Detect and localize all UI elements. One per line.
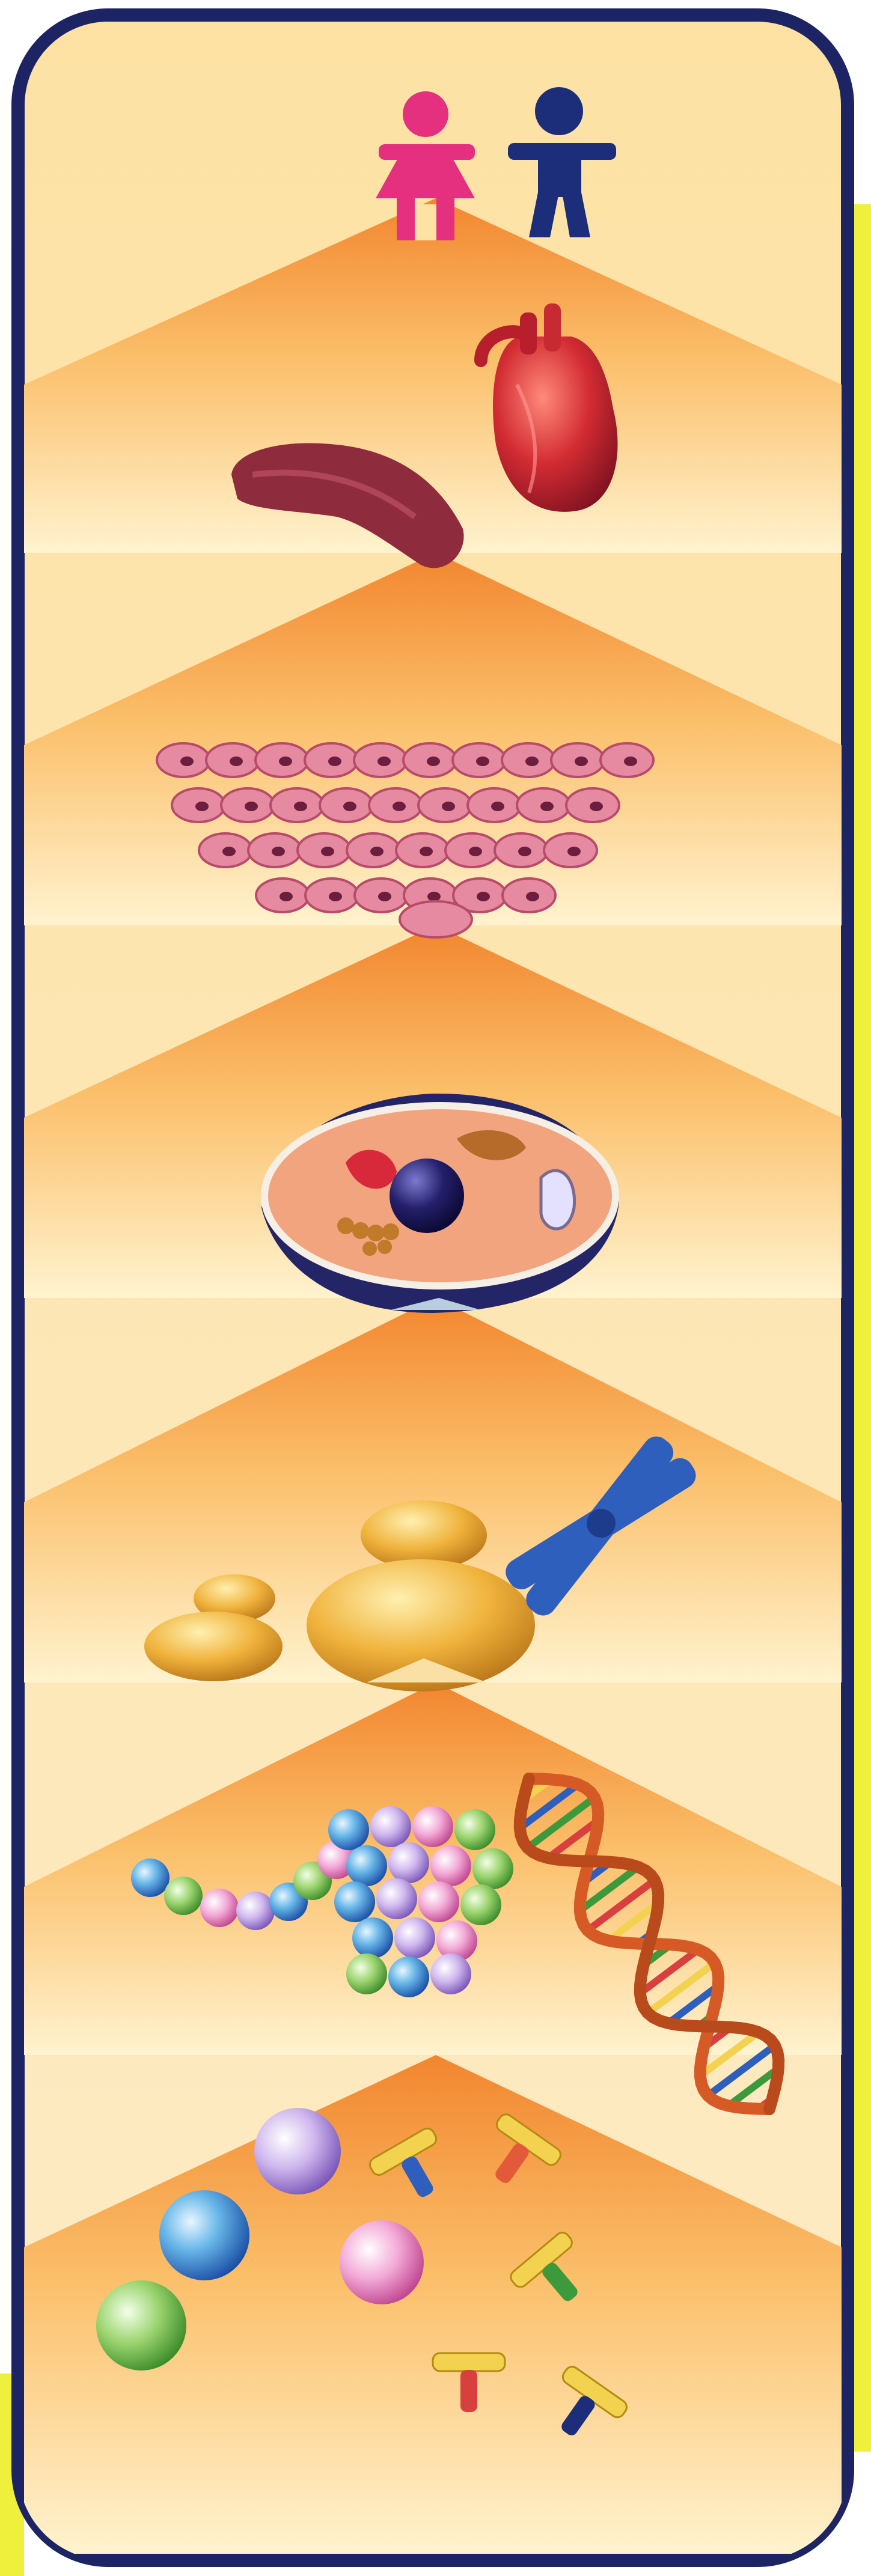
nucleus-icon <box>390 1159 464 1233</box>
chain-bead <box>200 1889 239 1927</box>
tissue-cell-nucleus <box>624 757 637 766</box>
tissue-cell-nucleus <box>540 802 554 811</box>
chain-bead <box>236 1892 275 1930</box>
tissue-cell-nucleus <box>420 847 433 856</box>
tissue-cell-nucleus <box>195 802 209 811</box>
tissue-cell-nucleus <box>329 892 342 901</box>
tissue-cell-nucleus <box>590 802 603 811</box>
cluster-bead <box>430 1845 471 1886</box>
cluster-bead <box>370 1806 411 1847</box>
tissue-cell-nucleus <box>279 757 292 766</box>
tissue-cell-nucleus <box>476 757 489 766</box>
cluster-bead <box>430 1953 471 1994</box>
tissue-cell-nucleus <box>518 847 531 856</box>
cluster-bead <box>454 1809 495 1850</box>
gold-blob-small-2 <box>144 1612 283 1681</box>
t-unit-bar <box>433 2353 505 2371</box>
tissue-cell-nucleus <box>526 892 539 901</box>
tissue-cell-nucleus <box>525 757 539 766</box>
cluster-bead <box>352 1917 393 1958</box>
tissue-cell-nucleus <box>378 892 391 901</box>
tissue-cell-nucleus <box>442 802 455 811</box>
tissue-cell-nucleus <box>567 847 581 856</box>
tissue-cell-nucleus <box>294 802 307 811</box>
tissue-cell-nucleus <box>343 802 356 811</box>
tissue-cell-nucleus <box>245 802 258 811</box>
tissue-cell-nucleus <box>280 892 293 901</box>
tissue-cell-nucleus <box>377 757 391 766</box>
cluster-bead <box>328 1809 369 1850</box>
tissue-cell-nucleus <box>491 802 504 811</box>
tissue-cell-nucleus <box>575 757 588 766</box>
cluster-bead <box>346 1953 387 1994</box>
cluster-bead <box>376 1878 417 1919</box>
sphere-violet <box>254 2108 341 2194</box>
tissue-cell-nucleus <box>427 757 440 766</box>
cluster-bead <box>334 1881 375 1922</box>
cluster-bead <box>418 1881 459 1922</box>
t-unit-stem <box>460 2370 477 2412</box>
tissue-cell-nucleus <box>180 757 194 766</box>
tissue-cell-nucleus <box>393 802 406 811</box>
sphere-green <box>96 2280 186 2370</box>
tissue-cell-nucleus <box>370 847 384 856</box>
cluster-bead <box>412 1806 453 1847</box>
tissue-cell-nucleus <box>427 892 441 901</box>
sphere-pink <box>340 2220 424 2304</box>
tissue-cell <box>400 901 472 937</box>
tissue-cell-nucleus <box>328 757 341 766</box>
tissue-cell-nucleus <box>222 847 236 856</box>
sphere-blue <box>159 2190 249 2280</box>
cluster-bead <box>460 1884 501 1925</box>
cluster-bead <box>472 1848 513 1889</box>
tissue-cell-nucleus <box>230 757 243 766</box>
cluster-bead <box>394 1917 435 1958</box>
tissue-cell-nucleus <box>469 847 482 856</box>
tissue-cell-nucleus <box>272 847 285 856</box>
cluster-bead <box>388 1842 429 1883</box>
chain-bead <box>131 1859 170 1897</box>
cluster-bead <box>346 1845 387 1886</box>
cluster-bead <box>388 1956 429 1997</box>
tissue-cell-nucleus <box>321 847 334 856</box>
tissue-cell-nucleus <box>477 892 490 901</box>
chain-bead <box>164 1877 203 1915</box>
